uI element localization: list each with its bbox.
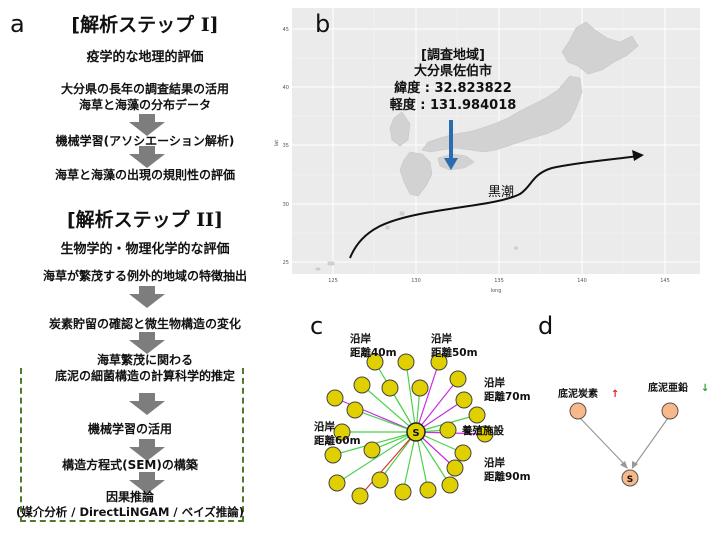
dag-node-zinc (661, 402, 679, 420)
network-label-2-line2: 距離70m (484, 390, 531, 403)
kuroshio-label: 黒潮 (487, 185, 514, 200)
network-label-5-line1: 沿岸 (314, 420, 335, 433)
network-label-4-line2: 距離90m (484, 470, 531, 483)
network-label-1-line1: 沿岸 (431, 332, 452, 345)
x-tick-label: 140 (577, 278, 587, 284)
y-tick-label: 25 (283, 260, 289, 266)
panel-label-c: c (310, 312, 324, 340)
dag-right-label: 底泥亜鉛 (648, 381, 688, 394)
network-label-5-line2: 距離60m (314, 434, 361, 447)
kuroshio-current-arrow (349, 155, 639, 259)
step2-item-0: 生物学的・物理化学的な評価 (60, 242, 230, 257)
x-tick-label: 135 (494, 278, 504, 284)
survey-site-longitude: 軽度 : 131.984018 (389, 98, 517, 113)
step2-item-2: 炭素貯留の確認と微生物構造の変化 (48, 317, 241, 331)
down-arrow-icon (129, 393, 165, 415)
causal-dag: S 底泥炭素 ↑ 底泥亜鉛 ↓ (558, 381, 709, 487)
network-label-2-line1: 沿岸 (484, 376, 505, 389)
y-tick-label: 45 (283, 27, 289, 33)
japan-map-plot: 45 40 35 30 25 125 130 135 140 145 long … (274, 8, 700, 294)
dag-left-up-arrow-icon: ↑ (611, 389, 619, 400)
x-tick-label: 145 (660, 278, 670, 284)
dag-edge-left (579, 417, 627, 467)
y-tick-label: 35 (283, 143, 289, 149)
network-graph: S 沿岸 距離40m 沿岸 距離50m 沿岸 距離70m 養殖施設 沿岸 距離9… (314, 332, 531, 505)
y-axis-label: lat (274, 140, 280, 146)
dag-node-s (621, 469, 639, 487)
step2-item-1: 海草が繁茂する例外的地域の特徴抽出 (42, 269, 247, 283)
network-label-0-line1: 沿岸 (350, 332, 371, 345)
panel-label-b: b (315, 10, 331, 38)
down-arrow-icon (129, 472, 165, 494)
panel-label-a: a (10, 10, 25, 38)
step2-title: [解析ステップ II] (66, 209, 224, 231)
dag-edge-right (633, 417, 669, 467)
down-arrow-icon (129, 286, 165, 308)
survey-site-name: 大分県佐伯市 (413, 64, 492, 79)
network-label-1-line2: 距離50m (431, 346, 478, 359)
network-nodes (324, 353, 494, 505)
down-arrow-icon (129, 332, 165, 354)
panel-label-d: d (538, 312, 554, 340)
dag-left-label: 底泥炭素 (558, 387, 598, 400)
site-pointer-arrow-head (444, 158, 458, 170)
network-center-node (406, 422, 426, 442)
step1-title: [解析ステップ I] (71, 14, 219, 36)
network-label-4-line1: 沿岸 (484, 456, 505, 469)
dag-node-carbon (569, 402, 587, 420)
step1-item-3: 機械学習(アソシエーション解析) (55, 134, 235, 148)
step2-item-7: 因果推論 (105, 490, 154, 504)
network-center-label: S (412, 428, 419, 439)
step2-item-8: (媒介分析 / DirectLiNGAM / ベイズ推論) (15, 505, 245, 519)
step2-item-5: 機械学習の活用 (87, 422, 172, 436)
y-tick-label: 40 (283, 85, 289, 91)
step2-item-6: 構造方程式(SEM)の構築 (62, 458, 198, 472)
y-tick-label: 30 (283, 202, 289, 208)
step1-item-2: 海草と海藻の分布データ (78, 98, 211, 112)
ml-dashed-box (20, 368, 244, 522)
survey-site-title: [調査地域] (421, 48, 485, 63)
x-axis-label: long (491, 288, 502, 294)
network-label-3-line1: 養殖施設 (461, 424, 504, 437)
down-arrow-icon (129, 114, 165, 136)
step2-item-3: 海草繁茂に関わる (96, 353, 193, 367)
step2-item-4: 底泥の細菌構造の計算科学的推定 (54, 369, 235, 383)
down-arrow-icon (129, 439, 165, 461)
survey-site-latitude: 緯度 : 32.823822 (394, 81, 512, 96)
step1-item-0: 疫学的な地理的評価 (86, 50, 204, 65)
network-label-0-line2: 距離40m (350, 346, 397, 359)
step1-item-1: 大分県の長年の調査結果の活用 (60, 82, 229, 96)
japan-landmass (315, 21, 639, 271)
kuroshio-arrow-head (632, 150, 644, 161)
x-tick-label: 125 (328, 278, 338, 284)
step1-item-4: 海草と海藻の出現の規則性の評価 (54, 168, 235, 182)
x-tick-label: 130 (411, 278, 421, 284)
down-arrow-icon (129, 146, 165, 168)
dag-right-down-arrow-icon: ↓ (701, 383, 709, 394)
dag-center-label: S (627, 475, 633, 485)
